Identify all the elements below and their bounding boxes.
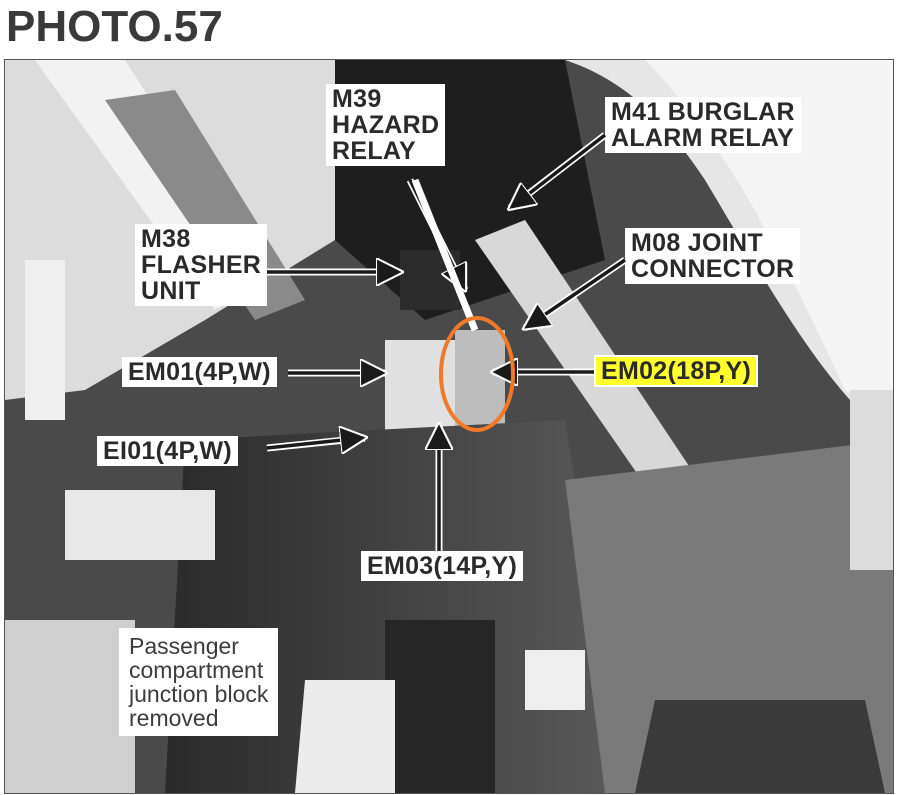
label-m08-joint-connector: M08 JOINT CONNECTOR xyxy=(625,228,801,284)
label-ei01: EI01(4P,W) xyxy=(97,436,238,466)
label-em01: EM01(4P,W) xyxy=(122,357,277,387)
engine-bay-photo: M39 HAZARD RELAY M41 BURGLAR ALARM RELAY… xyxy=(4,59,894,794)
page-title: PHOTO.57 xyxy=(6,2,223,51)
label-m39-hazard-relay: M39 HAZARD RELAY xyxy=(326,84,446,166)
label-m41-burglar-alarm-relay: M41 BURGLAR ALARM RELAY xyxy=(605,97,801,153)
label-m38-flasher-unit: M38 FLASHER UNIT xyxy=(135,224,268,306)
note-junction-block-removed: Passenger compartment junction block rem… xyxy=(119,628,279,736)
label-em03: EM03(14P,Y) xyxy=(361,551,524,581)
label-em02-highlighted: EM02(18P,Y) xyxy=(594,355,759,387)
